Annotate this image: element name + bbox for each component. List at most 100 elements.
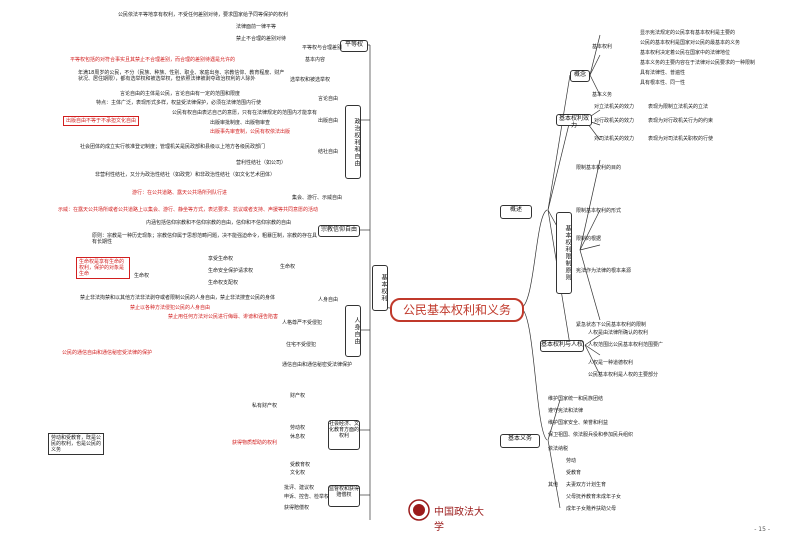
- duty-item-10: 成年子女赡养扶助父母: [566, 506, 617, 512]
- socio-item-1: 私有财产权: [252, 403, 278, 409]
- personal-item-4: 生命安全保护请求权: [208, 268, 254, 274]
- personal-item-9: 人格尊严不受侵犯: [282, 320, 323, 326]
- religious-label: 宗教信仰自由: [318, 225, 360, 237]
- duty-item-2: 维护国家安全、荣誉和利益: [548, 420, 609, 426]
- political-item-5: 公民有权自由表达自己的意愿，只有在法律规定的范围内才能享有: [172, 110, 318, 116]
- political-item-14: 游行：在公共道路、露天公共场所列队行进: [132, 190, 228, 196]
- personal-label: 人身自由: [345, 305, 361, 357]
- limits-item-4: 紧急状态下公民基本权利的限制: [576, 322, 647, 328]
- political-item-6: 出版自由: [318, 118, 339, 124]
- personal-item-11: 住宅不受侵犯: [286, 342, 317, 348]
- workers-note: 劳动和受教育，既是公民的权利，也是公民的义务: [48, 433, 104, 455]
- duty-item-4: 依法纳税: [548, 446, 569, 452]
- branch-basic-rights: 基本权利: [372, 265, 388, 311]
- university-logo: 中国政法大学: [408, 498, 493, 533]
- socioeconomic-label: 社会经济、文化教育方面的权利: [328, 420, 360, 450]
- political-item-10: 结社自由: [318, 149, 339, 155]
- limits-item-0: 限制基本权利的目的: [576, 165, 622, 171]
- personal-item-13: 公民的通信自由和通信秘密受法律的保护: [62, 350, 153, 356]
- personal-item-10: 禁止用任何方法对公民进行侮辱、诽谤和诬告陷害: [168, 314, 279, 320]
- political-item-8: 出版事先审查制，公民有权依法出版: [210, 129, 291, 135]
- life-right-note: 生命权是享有生命的权利，保护的对象是生命: [76, 257, 130, 279]
- people-item-1: 人权范围比公民基本权利范围要广: [588, 342, 664, 348]
- duty-item-6: 劳动: [566, 458, 577, 464]
- effect-item-5: 表现为对司法机关职权的行使: [648, 136, 714, 142]
- personal-item-3: 享受生命权: [208, 256, 234, 262]
- duty-item-8: 夫妻双方计划生育: [566, 482, 607, 488]
- equality-item-1: 法律面前一律平等: [236, 24, 277, 30]
- limits-item-1: 限制基本权利的形式: [576, 208, 622, 214]
- effect-item-0: 对立法机关的效力: [594, 104, 635, 110]
- personal-item-7: 禁止非法拘禁和以其他方法非法剥夺或者限制公民的人身自由，禁止非法搜查公民的身体: [80, 295, 276, 301]
- religious-item-1: 原则：宗教是一种历史现象；宗教信仰属于思想范畴问题，决不能强迫命令，粗暴压制，宗…: [92, 233, 318, 245]
- people-item-3: 公民基本权利是人权的主要部分: [588, 372, 659, 378]
- personal-item-8: 禁止以各种方法侵犯公民的人身自由: [130, 305, 211, 311]
- concept-item-3: 公民的基本权利是国家对公民的最基本的义务: [640, 40, 741, 46]
- equality-item-3: 平等权与合理差别: [302, 45, 343, 51]
- concept-item-7: 具有根本性、同一性: [640, 80, 686, 86]
- seal-icon: [408, 499, 430, 521]
- duty-item-5: 其他: [548, 482, 559, 488]
- branch-duties: 基本义务: [500, 434, 540, 448]
- limits-item-2: 限制的根据: [576, 236, 602, 242]
- socio-item-2: 劳动权: [290, 425, 306, 431]
- personal-item-0: 生命权: [134, 273, 150, 279]
- political-item-7: 出版审批制度、出版物审查: [210, 120, 271, 126]
- supervision-label: 监督权和获得赔偿权: [328, 485, 360, 507]
- political-note-box: 出版自由不等于不承担文化自由: [63, 116, 140, 126]
- political-item-1: 选举权和被选举权: [290, 77, 331, 83]
- duty-item-0: 维护国家统一和民族团结: [548, 396, 604, 402]
- effect-item-4: 对司法机关的效力: [594, 136, 635, 142]
- supervision-item-2: 获得赔偿权: [284, 505, 310, 511]
- religious-item-0: 内涵包括信仰宗教和不信仰宗教的自由，信仰和不信仰宗教的自由: [146, 220, 292, 226]
- equality-label: 平等权: [340, 40, 368, 52]
- political-item-13: 集会、游行、示威自由: [292, 195, 343, 201]
- equality-item-0: 公民依法平等地享有权利，不受任何差别对待，要求国家给予同等保护的权利: [118, 12, 289, 18]
- personal-item-6: 人身自由: [318, 297, 339, 303]
- effect-item-1: 表现为限制立法机关的立法: [648, 104, 709, 110]
- duty-item-9: 父母抚养教育未成年子女: [566, 494, 622, 500]
- limits-label: 基本权利限制原则: [556, 212, 572, 294]
- supervision-item-0: 批评、建议权: [284, 485, 315, 491]
- political-item-9: 社会团体的成立实行核准登记制度；管理机关是民政部和县级以上地方各级民政部门: [80, 144, 266, 150]
- equality-item-4: 平等权包括的对符合事实且其禁止不合理差别，而合理的差别待遇是允许的: [70, 57, 236, 63]
- concept-item-6: 具有法律性、普遍性: [640, 70, 686, 76]
- personal-item-12: 通信自由和通信秘密受法律保护: [282, 362, 353, 368]
- political-item-0: 年满18周岁的公民，不分（民族、种族、性别、职业、家庭出身、宗教信仰、教育程度、…: [78, 70, 285, 82]
- political-item-4: 言论自由: [318, 96, 339, 102]
- effect-label: 基本权利效力: [556, 114, 592, 129]
- effect-item-2: 对行政机关的效力: [594, 118, 635, 124]
- concept-item-1: 基本义务: [592, 92, 613, 98]
- political-item-2: 言论自由的主体是公民，言论自由有一定的范围和限度: [120, 91, 241, 97]
- effect-item-3: 表现为对行政机关行为的约束: [648, 118, 714, 124]
- logo-text: 中国政法大学: [434, 507, 484, 533]
- equality-item-2: 禁止不合理的差别对待: [236, 36, 287, 42]
- concept-label: 概念: [570, 70, 590, 82]
- socio-item-3: 休息权: [290, 434, 306, 440]
- people-label: 基本权利与人权: [540, 340, 584, 352]
- center-topic: 公民基本权利和义务: [390, 298, 524, 322]
- supervision-item-1: 申诉、控告、检举权: [284, 494, 330, 500]
- duty-item-1: 遵守宪法和法律: [548, 408, 584, 414]
- page-number: - 15 -: [754, 526, 770, 533]
- limits-item-3: 宪法作为法律的根本来源: [576, 268, 632, 274]
- concept-item-5: 基本义务的主要内容在于法律对公民要求的一种限制: [640, 60, 756, 66]
- socio-item-4: 获得物质帮助的权利: [232, 440, 278, 446]
- political-rights-label: 政治权利和自由: [345, 105, 361, 179]
- political-item-15: 示威：在露天公共场所或者公共道路上以集会、游行、静坐等方式，表达要求、抗议或者支…: [58, 207, 319, 213]
- people-item-2: 人权是一种道德权利: [588, 360, 634, 366]
- duty-item-3: 保卫祖国、依法服兵役和参加民兵组织: [548, 432, 634, 438]
- people-item-0: 人权是由法律所确认的权利: [588, 330, 649, 336]
- socio-item-6: 文化权: [290, 470, 306, 476]
- political-item-3: 特点：主体广泛，表现形式多样，权益受法律保护，必须在法律范围内行使: [96, 100, 262, 106]
- socio-item-5: 受教育权: [290, 462, 311, 468]
- concept-item-4: 基本权利决定着公民在国家中的法律地位: [640, 50, 731, 56]
- political-item-12: 非营利性结社，又分为政治性结社（如政党）和非政治性结社（如文化艺术团体）: [95, 172, 276, 178]
- personal-item-2: 生命权: [280, 264, 296, 270]
- concept-item-2: 显示宪法规定的公民享有基本权利是主要的: [640, 30, 736, 36]
- socio-item-0: 财产权: [290, 393, 306, 399]
- duty-item-7: 受教育: [566, 470, 582, 476]
- political-item-11: 营利性结社（如公司）: [236, 160, 287, 166]
- branch-overview: 概述: [500, 205, 532, 219]
- concept-item-0: 基本权利: [592, 44, 613, 50]
